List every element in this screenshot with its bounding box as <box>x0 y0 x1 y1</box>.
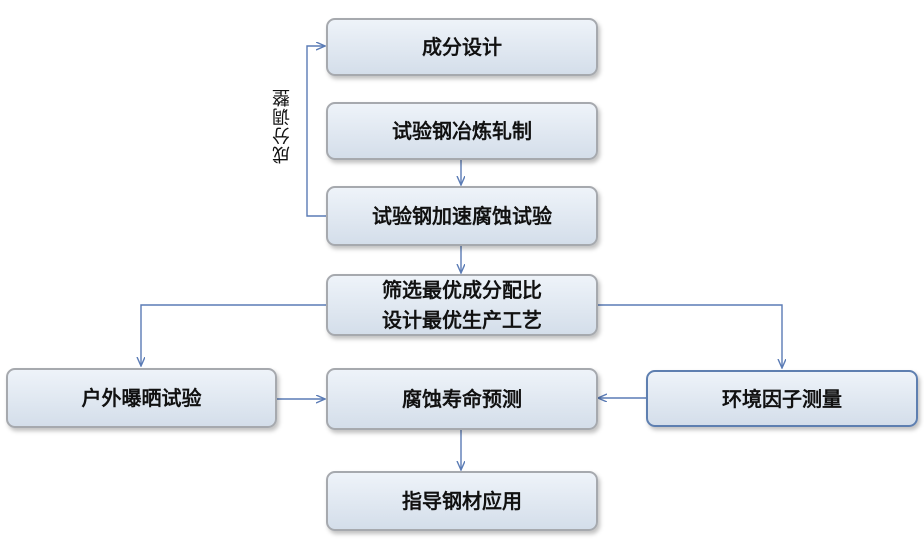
node-accel-corrosion: 试验钢加速腐蚀试验 <box>326 186 598 246</box>
node-composition-design: 成分设计 <box>326 18 598 76</box>
arrow-screening-to-outdoor <box>141 304 326 365</box>
node-label: 试验钢加速腐蚀试验 <box>372 204 552 228</box>
node-label: 指导钢材应用 <box>402 489 522 513</box>
feedback-arrow <box>306 46 326 217</box>
node-label-line1: 筛选最优成分配比 <box>382 278 542 302</box>
node-screening: 筛选最优成分配比 设计最优生产工艺 <box>326 274 598 336</box>
node-smelt-roll: 试验钢冶炼轧制 <box>326 102 598 160</box>
node-env-factor: 环境因子测量 <box>646 370 918 427</box>
node-label: 成分设计 <box>422 35 502 59</box>
node-label-line2: 设计最优生产工艺 <box>382 308 542 332</box>
arrow-screening-to-env <box>598 304 782 367</box>
node-guide-application: 指导钢材应用 <box>326 471 598 531</box>
node-label: 环境因子测量 <box>722 386 842 411</box>
feedback-label: 成分调整 <box>272 88 293 164</box>
node-label: 试验钢冶炼轧制 <box>392 119 532 143</box>
node-life-prediction: 腐蚀寿命预测 <box>326 368 598 430</box>
node-outdoor-exposure: 户外曝晒试验 <box>6 368 277 428</box>
node-label: 户外曝晒试验 <box>81 386 202 410</box>
node-label: 腐蚀寿命预测 <box>402 387 522 411</box>
